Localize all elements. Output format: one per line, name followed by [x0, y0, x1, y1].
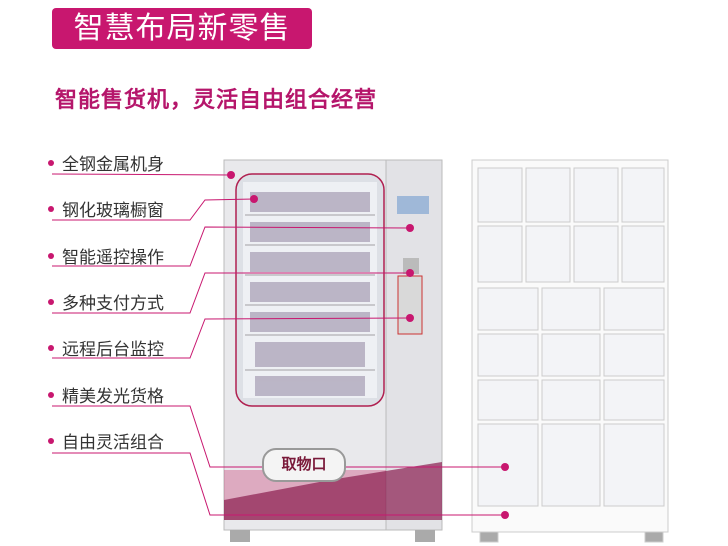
pickup-port-label: 取物口	[262, 448, 346, 482]
feature-label: 多种支付方式	[62, 294, 164, 314]
feature-label: 钢化玻璃橱窗	[62, 201, 164, 221]
feature-item: 多种支付方式	[48, 289, 164, 314]
feature-label: 自由灵活组合	[62, 433, 164, 453]
feature-label: 远程后台监控	[62, 340, 164, 360]
page-title-banner: 智慧布局新零售	[52, 8, 312, 49]
feature-item: 智能遥控操作	[48, 243, 164, 268]
feature-item: 全钢金属机身	[48, 150, 164, 175]
bullet-icon	[48, 159, 54, 166]
bullet-icon	[48, 205, 54, 212]
feature-label: 精美发光货格	[62, 387, 164, 407]
feature-label: 全钢金属机身	[62, 155, 164, 175]
page-subtitle: 智能售货机，灵活自由组合经营	[55, 88, 378, 113]
feature-item: 钢化玻璃橱窗	[48, 196, 164, 221]
vending-machine	[223, 159, 443, 542]
bullet-icon	[48, 298, 54, 305]
callout-dots	[227, 171, 509, 519]
leader-lines	[51, 173, 505, 516]
bullet-icon	[48, 252, 54, 259]
feature-item: 精美发光货格	[48, 382, 164, 407]
bullet-icon	[48, 391, 54, 398]
feature-label: 智能遥控操作	[62, 248, 164, 268]
bullet-icon	[48, 437, 54, 444]
bullet-icon	[48, 344, 54, 351]
locker-cabinet	[471, 159, 669, 543]
feature-item: 自由灵活组合	[48, 428, 164, 453]
feature-item: 远程后台监控	[48, 335, 164, 360]
